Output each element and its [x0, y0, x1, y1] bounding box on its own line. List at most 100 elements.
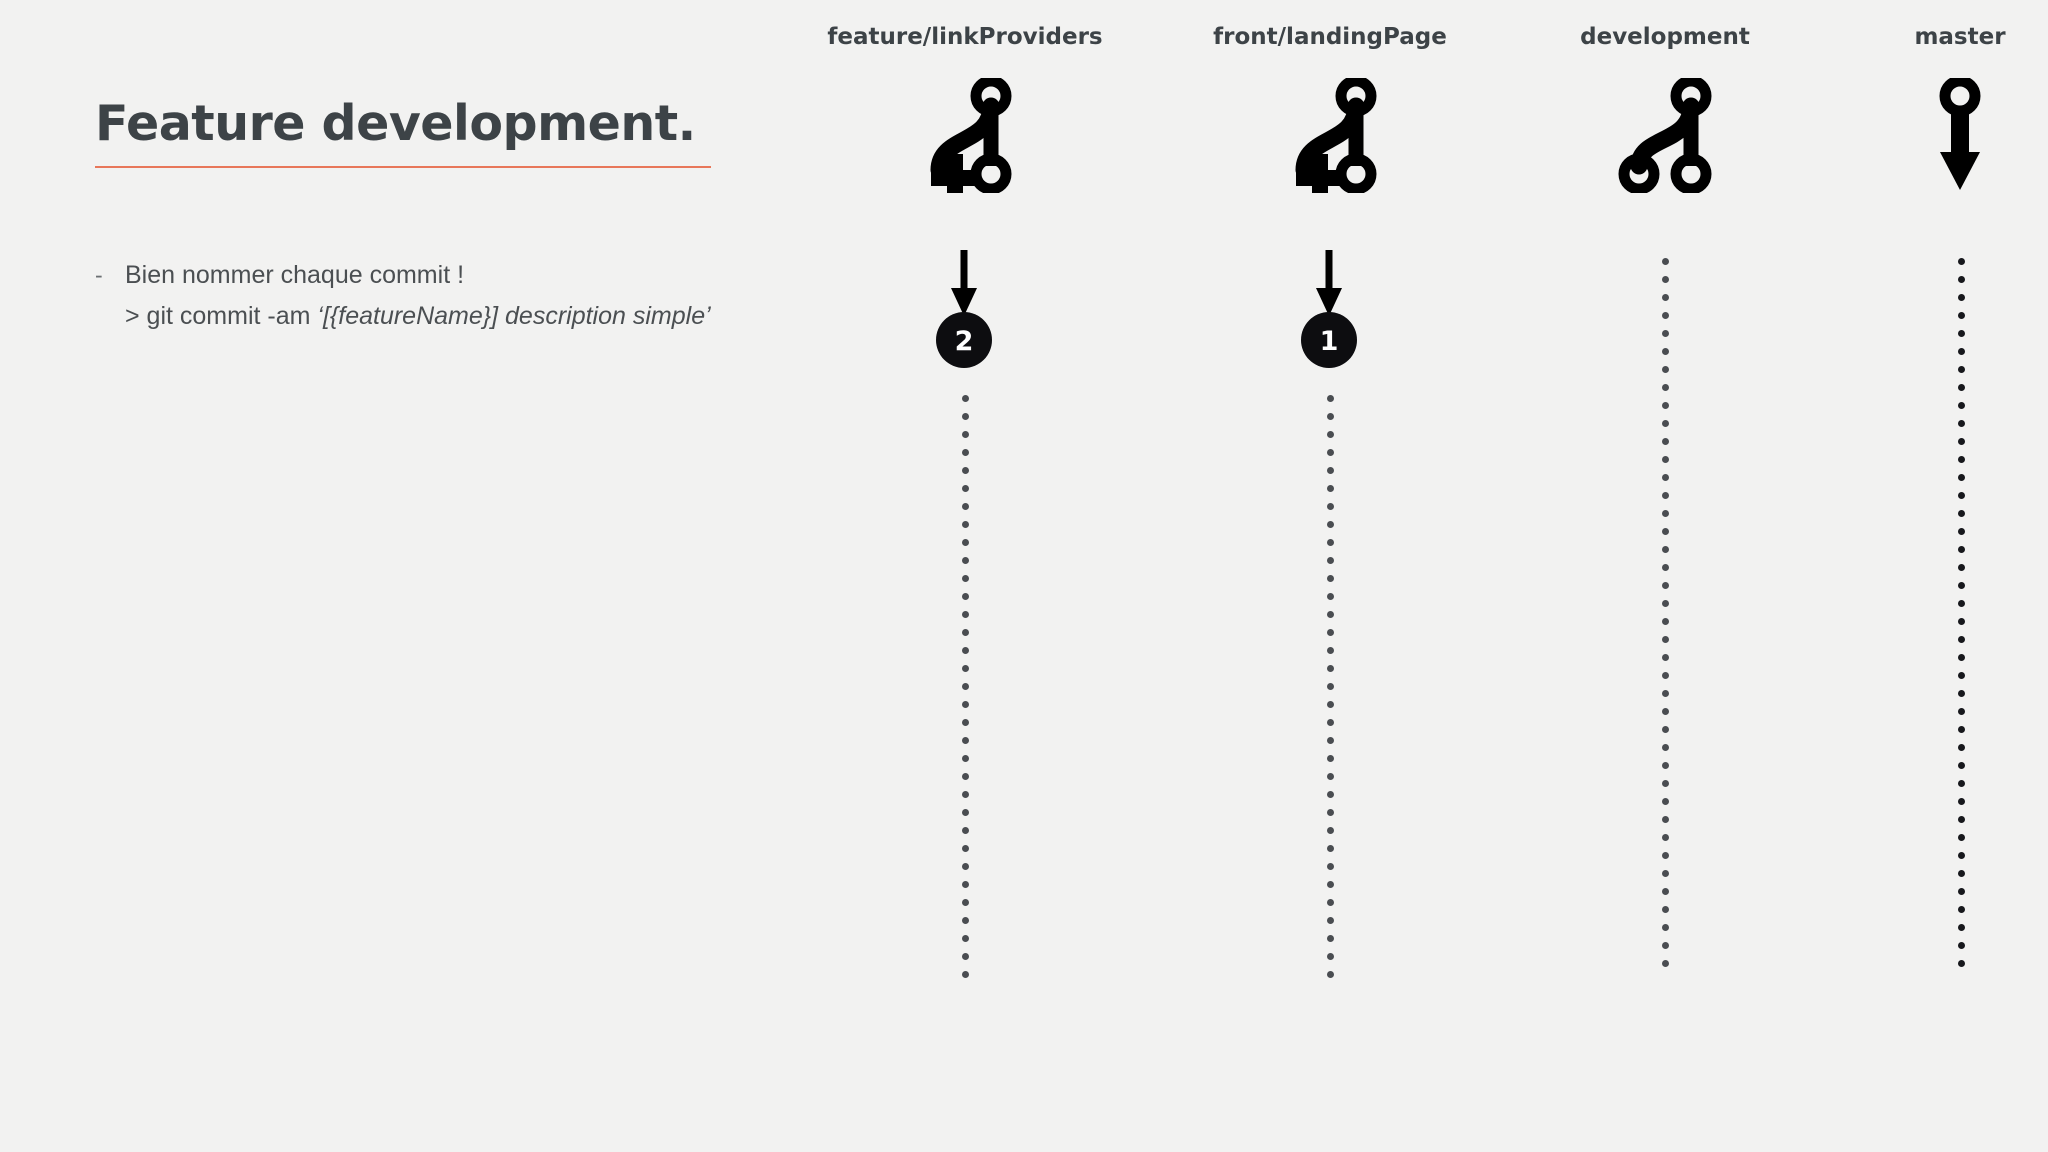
timeline-dot	[1662, 672, 1669, 679]
badge-circle	[936, 312, 992, 368]
down-arrow-icon	[951, 250, 977, 316]
timeline-dot	[962, 773, 969, 780]
timeline-dot	[962, 395, 969, 402]
bullet-list: - Bien nommer chaque commit ! > git comm…	[95, 255, 915, 337]
arrowhead-icon	[1940, 152, 1980, 190]
ring-node-icon	[1618, 153, 1660, 193]
timeline-dot	[1662, 384, 1669, 391]
timeline-dot	[1327, 629, 1334, 636]
timeline-dot	[1327, 485, 1334, 492]
timeline-dot	[962, 683, 969, 690]
timeline-dot	[962, 503, 969, 510]
timeline-dot	[962, 431, 969, 438]
commit-badge-group: 1	[1170, 250, 1490, 390]
timeline-dot	[962, 791, 969, 798]
branch-header-label: master	[1914, 24, 2006, 50]
dotted-timeline	[1326, 395, 1335, 985]
timeline-dot	[1958, 438, 1965, 445]
title-underline-rule	[95, 166, 711, 169]
timeline-dot	[1958, 348, 1965, 355]
timeline-dot	[1958, 780, 1965, 787]
command-prompt: > git commit -am	[125, 302, 318, 330]
timeline-dot	[1662, 420, 1669, 427]
timeline-dot	[962, 737, 969, 744]
timeline-dot	[1327, 413, 1334, 420]
timeline-dot	[1662, 366, 1669, 373]
timeline-dot	[1327, 719, 1334, 726]
timeline-dot	[1662, 636, 1669, 643]
timeline-dot	[1958, 816, 1965, 823]
timeline-dot	[962, 521, 969, 528]
timeline-dot	[1662, 330, 1669, 337]
timeline-dot	[962, 755, 969, 762]
timeline-dot	[1958, 924, 1965, 931]
timeline-dot	[1958, 528, 1965, 535]
timeline-dot	[962, 971, 969, 978]
badge-circle	[1301, 312, 1357, 368]
timeline-dot	[1662, 924, 1669, 931]
timeline-dot	[1662, 816, 1669, 823]
timeline-dot	[1958, 402, 1965, 409]
timeline-dot	[1662, 456, 1669, 463]
branch-header-label: feature/linkProviders	[827, 24, 1103, 50]
timeline-dot	[962, 845, 969, 852]
branch-header-label: front/landingPage	[1213, 24, 1447, 50]
timeline-dot	[962, 917, 969, 924]
timeline-dot	[1327, 791, 1334, 798]
timeline-dot	[1662, 870, 1669, 877]
bullet-marker: -	[95, 262, 103, 288]
timeline-dot	[1958, 456, 1965, 463]
timeline-dot	[1662, 474, 1669, 481]
timeline-dot	[1327, 953, 1334, 960]
timeline-dot	[1958, 582, 1965, 589]
timeline-dot	[1958, 960, 1965, 967]
timeline-dot	[962, 539, 969, 546]
timeline-dot	[1327, 611, 1334, 618]
timeline-dot	[1662, 654, 1669, 661]
timeline-dot	[1958, 276, 1965, 283]
command-argument: ‘[{featureName}] description simple’	[317, 302, 711, 330]
timeline-dot	[1958, 906, 1965, 913]
timeline-dot	[962, 701, 969, 708]
git-branch-plus-icon	[1170, 78, 1490, 193]
timeline-dot	[1958, 888, 1965, 895]
timeline-dot	[1327, 557, 1334, 564]
ring-down-arrow-icon	[1800, 78, 2048, 193]
dotted-timeline	[1661, 258, 1670, 983]
timeline-dot	[962, 557, 969, 564]
badge-number: 1	[1320, 326, 1339, 357]
timeline-dot	[1662, 906, 1669, 913]
branch-header-label: development	[1580, 24, 1750, 50]
timeline-dot	[1662, 618, 1669, 625]
timeline-dot	[1327, 395, 1334, 402]
timeline-dot	[1327, 665, 1334, 672]
dotted-timeline	[1957, 258, 1966, 983]
timeline-dot	[1958, 762, 1965, 769]
timeline-dot	[1327, 899, 1334, 906]
dotted-timeline	[961, 395, 970, 985]
timeline-dot	[1662, 690, 1669, 697]
git-branch-icon	[1505, 78, 1825, 193]
timeline-dot	[1958, 420, 1965, 427]
timeline-dot	[1958, 654, 1965, 661]
timeline-dot	[1662, 510, 1669, 517]
timeline-dot	[1327, 809, 1334, 816]
command-line: > git commit -am ‘[{featureName}] descri…	[125, 296, 915, 337]
timeline-dot	[1327, 773, 1334, 780]
timeline-dot	[1327, 683, 1334, 690]
timeline-dot	[1958, 546, 1965, 553]
timeline-dot	[1327, 971, 1334, 978]
timeline-dot	[1958, 492, 1965, 499]
timeline-dot	[962, 953, 969, 960]
timeline-dot	[1327, 863, 1334, 870]
timeline-dot	[1662, 726, 1669, 733]
timeline-dot	[1327, 917, 1334, 924]
timeline-dot	[1327, 701, 1334, 708]
timeline-dot	[1958, 870, 1965, 877]
timeline-dot	[1662, 528, 1669, 535]
timeline-dot	[1662, 852, 1669, 859]
timeline-dot	[1662, 582, 1669, 589]
timeline-dot	[1662, 960, 1669, 967]
timeline-dot	[962, 935, 969, 942]
